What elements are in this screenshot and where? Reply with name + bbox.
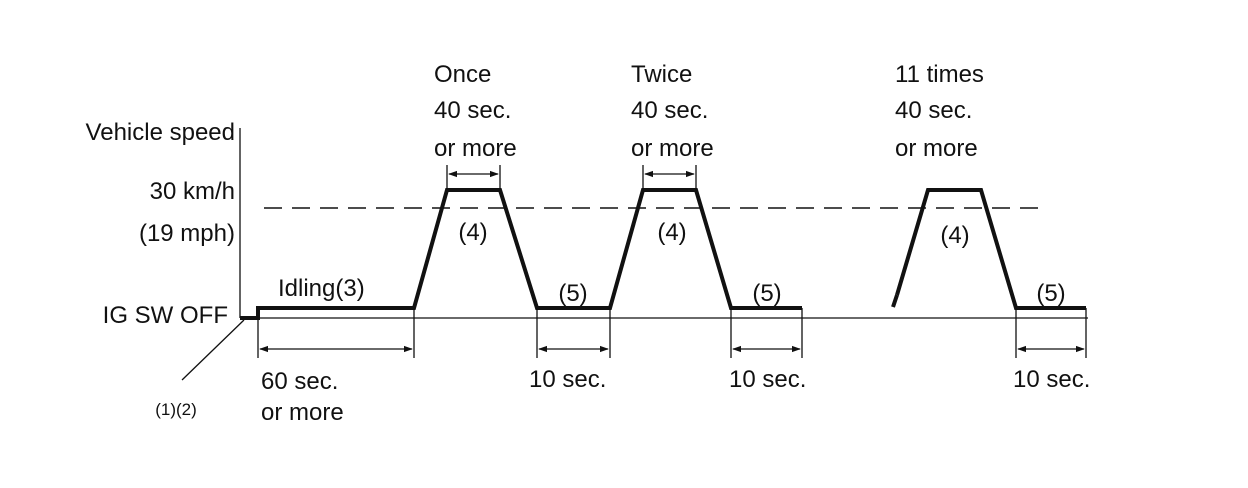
speed-profile-gap-start bbox=[891, 294, 899, 308]
speed-profile-cycle-11 bbox=[895, 188, 1086, 310]
cycle-count: Once bbox=[434, 61, 491, 88]
cruise-duration-marker-1 bbox=[446, 165, 501, 190]
start-step-label: (1)(2) bbox=[155, 400, 197, 419]
cycle-count: Twice bbox=[631, 61, 692, 88]
stop-step-label-3: (5) bbox=[1036, 280, 1065, 307]
cycle-qualifier: or more bbox=[895, 135, 978, 162]
stop-step-label-2: (5) bbox=[752, 280, 781, 307]
idling-label: Idling(3) bbox=[278, 275, 365, 302]
stop-duration-marker-2 bbox=[730, 308, 803, 358]
idle-duration-qualifier: or more bbox=[261, 399, 344, 426]
cycle-time: 40 sec. bbox=[434, 97, 511, 124]
start-pointer-line bbox=[181, 319, 245, 381]
cycle-time: 40 sec. bbox=[631, 97, 708, 124]
stop-duration-label-3: 10 sec. bbox=[1013, 366, 1090, 393]
cruise-step-label-2: (4) bbox=[657, 219, 686, 246]
stop-step-label-1: (5) bbox=[558, 280, 587, 307]
stop-duration-label-1: 10 sec. bbox=[529, 366, 606, 393]
cycle-qualifier: or more bbox=[631, 135, 714, 162]
idle-duration-marker bbox=[257, 308, 415, 358]
stop-duration-marker-3 bbox=[1015, 308, 1087, 358]
speed-label: 30 km/h bbox=[150, 178, 235, 205]
cycle-header-twice: Twice 40 sec. or more bbox=[631, 61, 714, 162]
cycle-header-once: Once 40 sec. or more bbox=[434, 61, 517, 162]
cycle-header-11-times: 11 times 40 sec. or more bbox=[895, 61, 984, 162]
cycle-count: 11 times bbox=[895, 61, 984, 88]
stop-duration-label-2: 10 sec. bbox=[729, 366, 806, 393]
speed-label-mph: (19 mph) bbox=[139, 220, 235, 247]
stop-duration-marker-1 bbox=[536, 308, 611, 358]
y-axis-title: Vehicle speed bbox=[86, 119, 235, 146]
cruise-step-label-3: (4) bbox=[940, 222, 969, 249]
cycle-time: 40 sec. bbox=[895, 97, 972, 124]
cruise-step-label-1: (4) bbox=[458, 219, 487, 246]
cycle-qualifier: or more bbox=[434, 135, 517, 162]
ig-sw-off-label: IG SW OFF bbox=[103, 302, 228, 329]
cruise-duration-marker-2 bbox=[642, 165, 697, 190]
idle-duration-label: 60 sec. bbox=[261, 368, 338, 395]
